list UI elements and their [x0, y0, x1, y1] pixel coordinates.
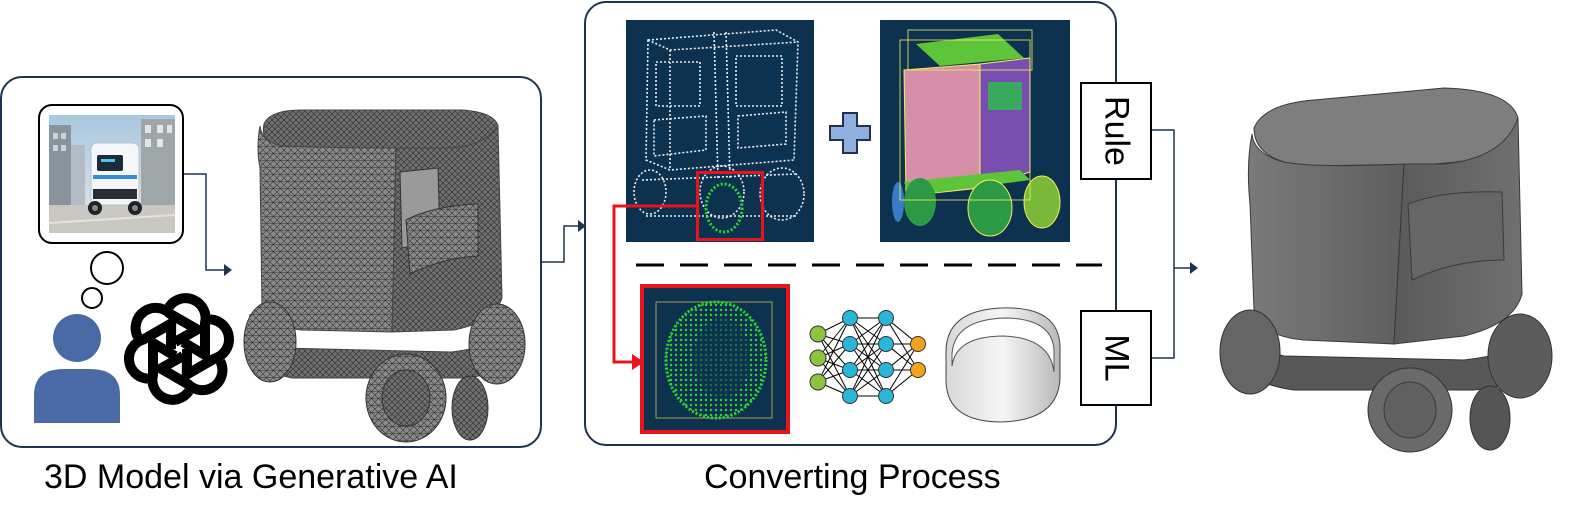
extracted-wheel-box [640, 284, 790, 434]
cad-robot-model [1219, 87, 1553, 453]
rule-label-box: Rule [1080, 82, 1152, 180]
plus-icon [829, 112, 871, 154]
rule-label: Rule [1097, 96, 1136, 166]
ml-label: ML [1097, 334, 1136, 382]
extracted-wheel-point-cloud [655, 300, 773, 420]
segmented-point-cloud-view [880, 20, 1070, 242]
thought-bubble-icon [81, 251, 124, 309]
highlight-connector [612, 204, 698, 370]
middle-caption: Converting Process [704, 458, 1001, 496]
arrow-icon [1152, 129, 1198, 359]
left-caption: 3D Model via Generative AI [44, 458, 458, 496]
separator-line [636, 263, 1102, 267]
ml-label-box: ML [1080, 310, 1152, 406]
arrow-icon [542, 220, 586, 263]
neural-network-icon [809, 310, 926, 404]
openai-logo-icon [123, 293, 235, 405]
cylinder-surface-model [945, 307, 1061, 423]
point-cloud-view [626, 20, 814, 242]
person-icon [34, 314, 120, 423]
robot-photo-frame [38, 104, 184, 244]
mesh-robot-model [243, 109, 526, 443]
robot-photo [48, 115, 176, 233]
wheel-highlight-box [696, 171, 764, 241]
arrow-icon [184, 173, 232, 276]
